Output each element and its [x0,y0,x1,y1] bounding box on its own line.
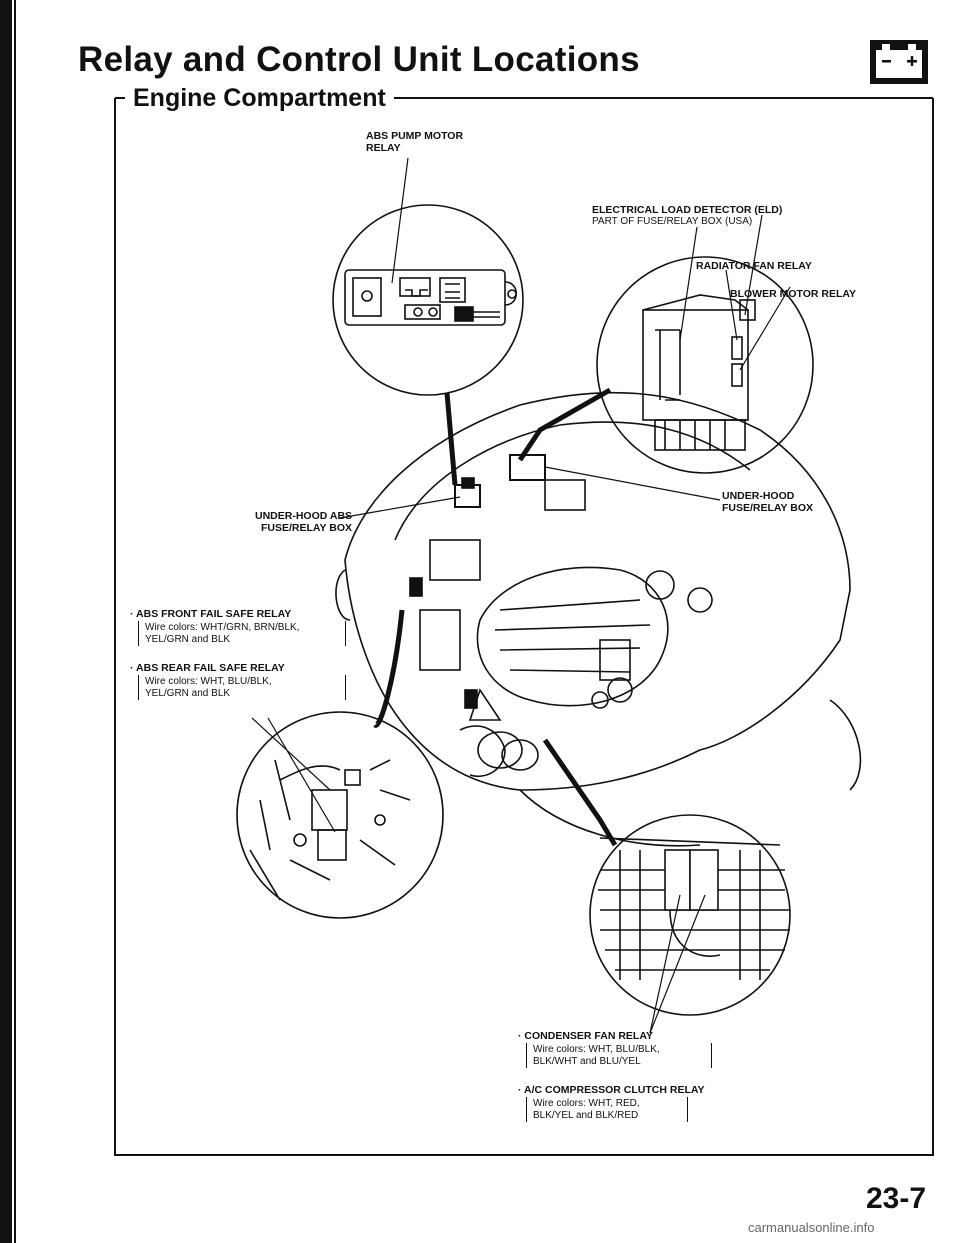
wire-bracket [526,1097,688,1122]
label-condenser-fan-relay: · CONDENSER FAN RELAY [518,1030,653,1042]
battery-icon [870,40,928,84]
label-radiator-fan-relay: RADIATOR FAN RELAY [696,260,812,272]
label-eld: ELECTRICAL LOAD DETECTOR (ELD) Part of f… [592,204,783,227]
ac-wire-colors: Wire colors: WHT, RED, BLK/YEL and BLK/R… [533,1098,640,1121]
abs-rear-wire-colors: Wire colors: WHT, BLU/BLK, YEL/GRN and B… [145,676,272,699]
label-abs-pump-motor-relay: ABS PUMP MOTOR RELAY [366,130,464,154]
abs-front-wire-colors: Wire colors: WHT/GRN, BRN/BLK, YEL/GRN a… [145,622,300,645]
binding-edge-line [14,0,16,1243]
section-heading: Engine Compartment [125,84,394,113]
label-abs-rear-fail-safe-relay: · ABS REAR FAIL SAFE RELAY [130,662,285,674]
condenser-wire-colors: Wire colors: WHT, BLU/BLK, BLK/WHT and B… [533,1044,660,1067]
page-title: Relay and Control Unit Locations [78,40,640,79]
page-number: 23-7 [866,1182,927,1215]
binding-edge [0,0,12,1243]
label-blower-motor-relay: BLOWER MOTOR RELAY [730,288,857,300]
wire-bracket [138,621,346,646]
label-under-hood-abs-fuse-relay-box: UNDER-HOOD ABS FUSE/RELAY BOX [255,510,353,534]
label-ac-compressor-clutch-relay: · A/C COMPRESSOR CLUTCH RELAY [518,1084,705,1096]
footer-watermark: carmanualsonline.info [748,1220,875,1235]
label-under-hood-fuse-relay-box: UNDER-HOOD FUSE/RELAY BOX [722,490,814,514]
wire-bracket [526,1043,712,1068]
label-abs-front-fail-safe-relay: · ABS FRONT FAIL SAFE RELAY [130,608,292,620]
wire-bracket [138,675,346,700]
